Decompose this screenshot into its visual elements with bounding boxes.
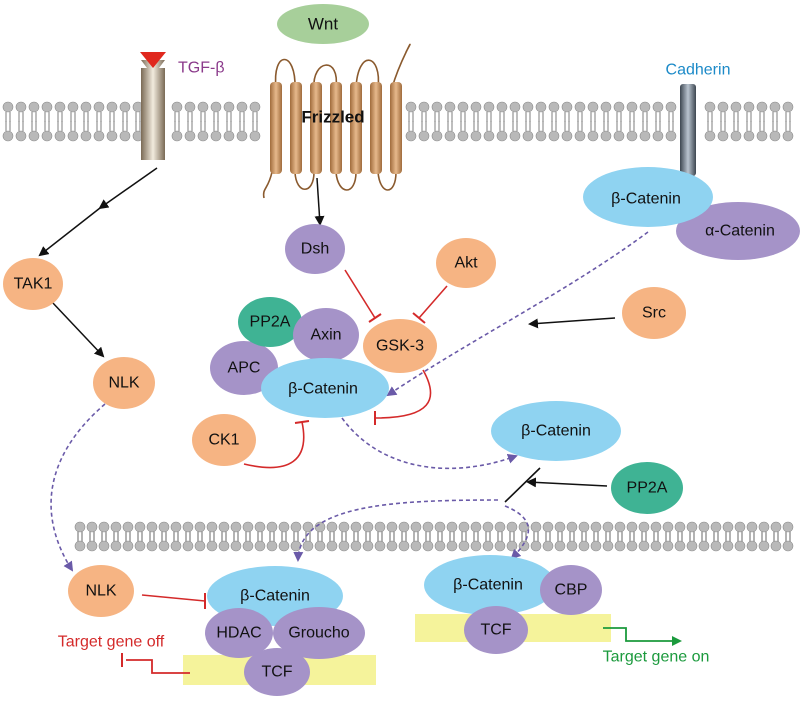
gsk3-node bbox=[363, 319, 437, 373]
hdac-label: HDAC bbox=[216, 625, 261, 642]
tak1-label: TAK1 bbox=[14, 276, 53, 293]
hdac-node bbox=[205, 608, 273, 658]
apc-node bbox=[210, 341, 278, 395]
frizzled-receptor bbox=[262, 43, 411, 199]
alpha-catenin-node bbox=[676, 202, 800, 260]
tak1-node bbox=[3, 258, 63, 310]
dashed-catenin-release bbox=[341, 417, 518, 470]
membrane-beta-catenin-node bbox=[583, 167, 713, 227]
wnt-label: Wnt bbox=[308, 15, 339, 34]
dsh-node bbox=[285, 224, 345, 274]
nuclear-membrane bbox=[74, 521, 794, 552]
off-beta-catenin-label: β-Catenin bbox=[240, 588, 310, 605]
nlk-nuc-node bbox=[68, 565, 134, 617]
pp2a-complex-node bbox=[238, 297, 302, 347]
arrow-tak1-to-nlk bbox=[51, 301, 105, 358]
target-gene-on-label: Target gene on bbox=[603, 649, 710, 666]
tcf-on-label: TCF bbox=[480, 622, 511, 639]
free-beta-catenin-label: β-Catenin bbox=[521, 423, 591, 440]
inhibit-gsk3-catenin bbox=[375, 369, 432, 419]
plasma-membrane bbox=[2, 101, 794, 142]
gene-off-promoter bbox=[126, 659, 190, 674]
dashed-membrane-catenin-release bbox=[386, 231, 649, 397]
frizzled-label: Frizzled bbox=[301, 108, 364, 127]
alpha-catenin-label: α-Catenin bbox=[705, 223, 775, 240]
nlk-cyto-label: NLK bbox=[108, 375, 139, 392]
dashed-nlk-to-nucleus bbox=[50, 403, 106, 572]
akt-node bbox=[436, 238, 496, 288]
arrow-tgf-to-tak1-a bbox=[98, 167, 158, 210]
wnt-ligand bbox=[277, 4, 369, 44]
free-beta-catenin-node bbox=[491, 401, 621, 461]
nlk-cyto-node bbox=[93, 357, 155, 409]
target-gene-off-label: Target gene off bbox=[58, 634, 165, 651]
membrane-beta-catenin-label: β-Catenin bbox=[611, 191, 681, 208]
on-beta-catenin-label: β-Catenin bbox=[453, 577, 523, 594]
inhibit-nlk-catenin bbox=[141, 594, 206, 602]
gsk3-label: GSK-3 bbox=[376, 338, 424, 355]
inhibit-akt-gsk3 bbox=[418, 285, 448, 319]
arrow-src bbox=[528, 317, 616, 329]
on-beta-catenin-node bbox=[424, 555, 556, 615]
groucho-node bbox=[273, 607, 365, 659]
axin-label: Axin bbox=[310, 327, 341, 344]
block-line bbox=[504, 467, 541, 503]
inhibit-ck1-catenin bbox=[243, 421, 305, 469]
dashed-to-gene-off bbox=[293, 499, 499, 562]
groucho-label: Groucho bbox=[288, 625, 349, 642]
cadherin-receptor bbox=[680, 84, 696, 176]
tgf-beta-receptor bbox=[140, 52, 166, 160]
tcf-off-label: TCF bbox=[261, 664, 292, 681]
akt-label: Akt bbox=[454, 255, 478, 272]
pp2a-free-node bbox=[611, 462, 683, 514]
pp2a-complex-label: PP2A bbox=[250, 314, 291, 331]
tgf-beta-ligand bbox=[140, 52, 166, 68]
cadherin-label: Cadherin bbox=[666, 62, 731, 79]
dashed-to-gene-on bbox=[504, 505, 530, 560]
tcf-off-node bbox=[244, 648, 310, 696]
arrow-frizzled-to-dsh bbox=[314, 177, 325, 226]
apc-label: APC bbox=[228, 360, 261, 377]
arrow-tgf-to-tak1-b bbox=[38, 207, 101, 257]
nlk-nuc-label: NLK bbox=[85, 583, 116, 600]
connectors bbox=[38, 167, 649, 609]
complex-beta-catenin-node bbox=[261, 358, 389, 418]
arrow-pp2a bbox=[526, 477, 608, 488]
cbp-label: CBP bbox=[555, 582, 588, 599]
tgf-beta-label: TGF-β bbox=[178, 60, 225, 77]
axin-node bbox=[293, 308, 359, 362]
ck1-label: CK1 bbox=[208, 432, 239, 449]
gene-on-promoter bbox=[603, 627, 682, 646]
dsh-label: Dsh bbox=[301, 241, 329, 258]
ck1-node bbox=[192, 414, 256, 466]
pp2a-free-label: PP2A bbox=[627, 480, 668, 497]
complex-beta-catenin-label: β-Catenin bbox=[288, 381, 358, 398]
tcf-on-node bbox=[464, 606, 528, 654]
cbp-node bbox=[540, 565, 602, 615]
inhibit-dsh-gsk3 bbox=[344, 269, 376, 319]
src-node bbox=[622, 287, 686, 339]
src-label: Src bbox=[642, 305, 666, 322]
